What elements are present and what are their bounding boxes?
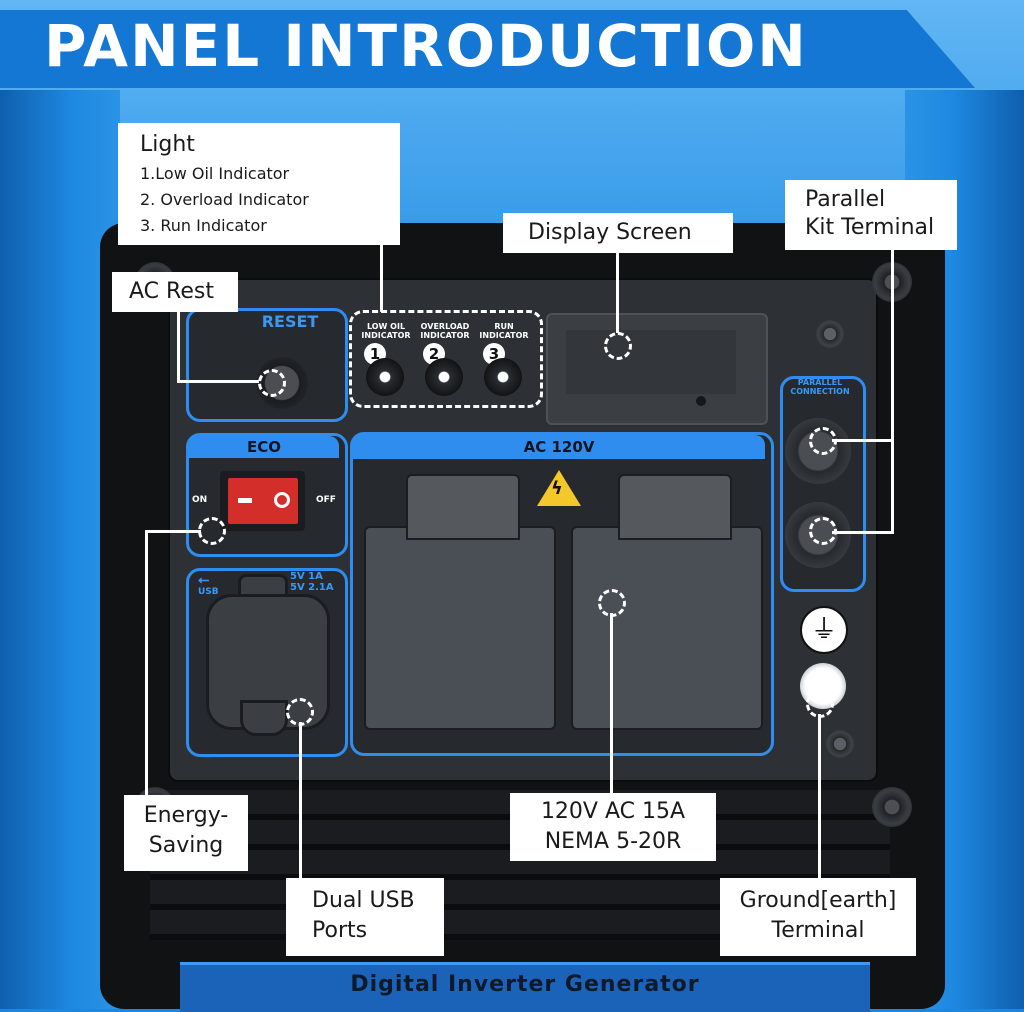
ground-icon: ⏚ <box>800 606 848 654</box>
callout-light-item-2: 2. Overload Indicator <box>140 190 309 209</box>
callout-parallel-line-1: Parallel <box>805 187 886 212</box>
leader-line <box>818 714 821 879</box>
ac-label: AC 120V <box>353 435 765 459</box>
leader-line <box>610 613 613 795</box>
leader-line <box>145 530 148 798</box>
callout-dual-usb: Dual USB Ports <box>286 878 444 956</box>
nameplate <box>180 962 870 1012</box>
callout-energy-line-1: Energy- <box>143 803 229 828</box>
leader-line <box>616 249 619 333</box>
eco-off-mark <box>274 492 290 508</box>
eco-on-label: ON <box>192 495 208 505</box>
callout-usb-line-1: Dual USB <box>312 888 415 913</box>
outlet-cover-hinge <box>406 474 520 540</box>
leader-line <box>299 722 302 880</box>
outlet-cover-hinge <box>618 474 732 540</box>
callout-ground: Ground[earth] Terminal <box>720 878 916 956</box>
leader-line <box>177 380 259 383</box>
ac-outlet-left[interactable] <box>364 526 556 730</box>
leader-line <box>891 249 894 534</box>
low-oil-indicator-light <box>366 358 404 396</box>
callout-light-item-1: 1.Low Oil Indicator <box>140 164 290 183</box>
callout-usb-line-2: Ports <box>312 918 368 943</box>
title-banner <box>0 10 975 88</box>
eco-rocker[interactable] <box>228 478 298 524</box>
reset-label: RESET <box>261 312 319 331</box>
run-indicator-light <box>484 358 522 396</box>
ac-outlet-right[interactable] <box>571 526 763 730</box>
overload-indicator-light <box>425 358 463 396</box>
callout-energy-saving: Energy- Saving <box>124 795 248 871</box>
leader-line <box>832 531 894 534</box>
callout-light: Light 1.Low Oil Indicator 2. Overload In… <box>118 123 400 245</box>
eco-on-mark <box>238 498 252 503</box>
page-title: PANEL INTRODUCTION <box>44 12 808 80</box>
callout-ground-line-1: Ground[earth] <box>739 888 897 913</box>
nameplate-text: Digital Inverter Generator <box>350 972 700 997</box>
screw-icon <box>826 730 854 758</box>
usb-cover-lip <box>240 700 288 736</box>
screw-icon <box>816 320 844 348</box>
callout-parallel-kit: Parallel Kit Terminal <box>785 180 957 250</box>
callout-energy-line-2: Saving <box>148 833 224 858</box>
callout-ground-line-2: Terminal <box>771 918 865 943</box>
marker-ac-rest <box>258 369 286 397</box>
callout-ac-line-1: 120V AC 15A <box>540 799 686 824</box>
callout-display-screen: Display Screen <box>503 213 733 253</box>
callout-parallel-line-2: Kit Terminal <box>805 215 935 240</box>
marker-display <box>604 332 632 360</box>
screw-icon <box>872 787 912 827</box>
callout-light-title: Light <box>140 132 195 157</box>
eco-label: ECO <box>189 436 339 458</box>
leader-line <box>380 244 383 312</box>
indicator-group <box>349 310 543 408</box>
eco-off-label: OFF <box>316 495 336 505</box>
callout-ac-rest: AC Rest <box>112 272 238 312</box>
lightning-icon: ϟ <box>551 478 563 499</box>
warning-icon <box>537 470 581 506</box>
callout-ac-outlet: 120V AC 15A NEMA 5-20R <box>510 793 716 861</box>
leader-line <box>145 530 201 533</box>
leader-line <box>177 306 180 382</box>
marker-eco <box>198 517 226 545</box>
usb-icon: ⭠USB <box>198 572 219 597</box>
callout-light-item-3: 3. Run Indicator <box>140 216 267 235</box>
callout-ac-line-2: NEMA 5-20R <box>544 829 682 854</box>
display-button[interactable] <box>696 396 706 406</box>
leader-line <box>832 439 894 442</box>
display-glass <box>566 330 736 394</box>
